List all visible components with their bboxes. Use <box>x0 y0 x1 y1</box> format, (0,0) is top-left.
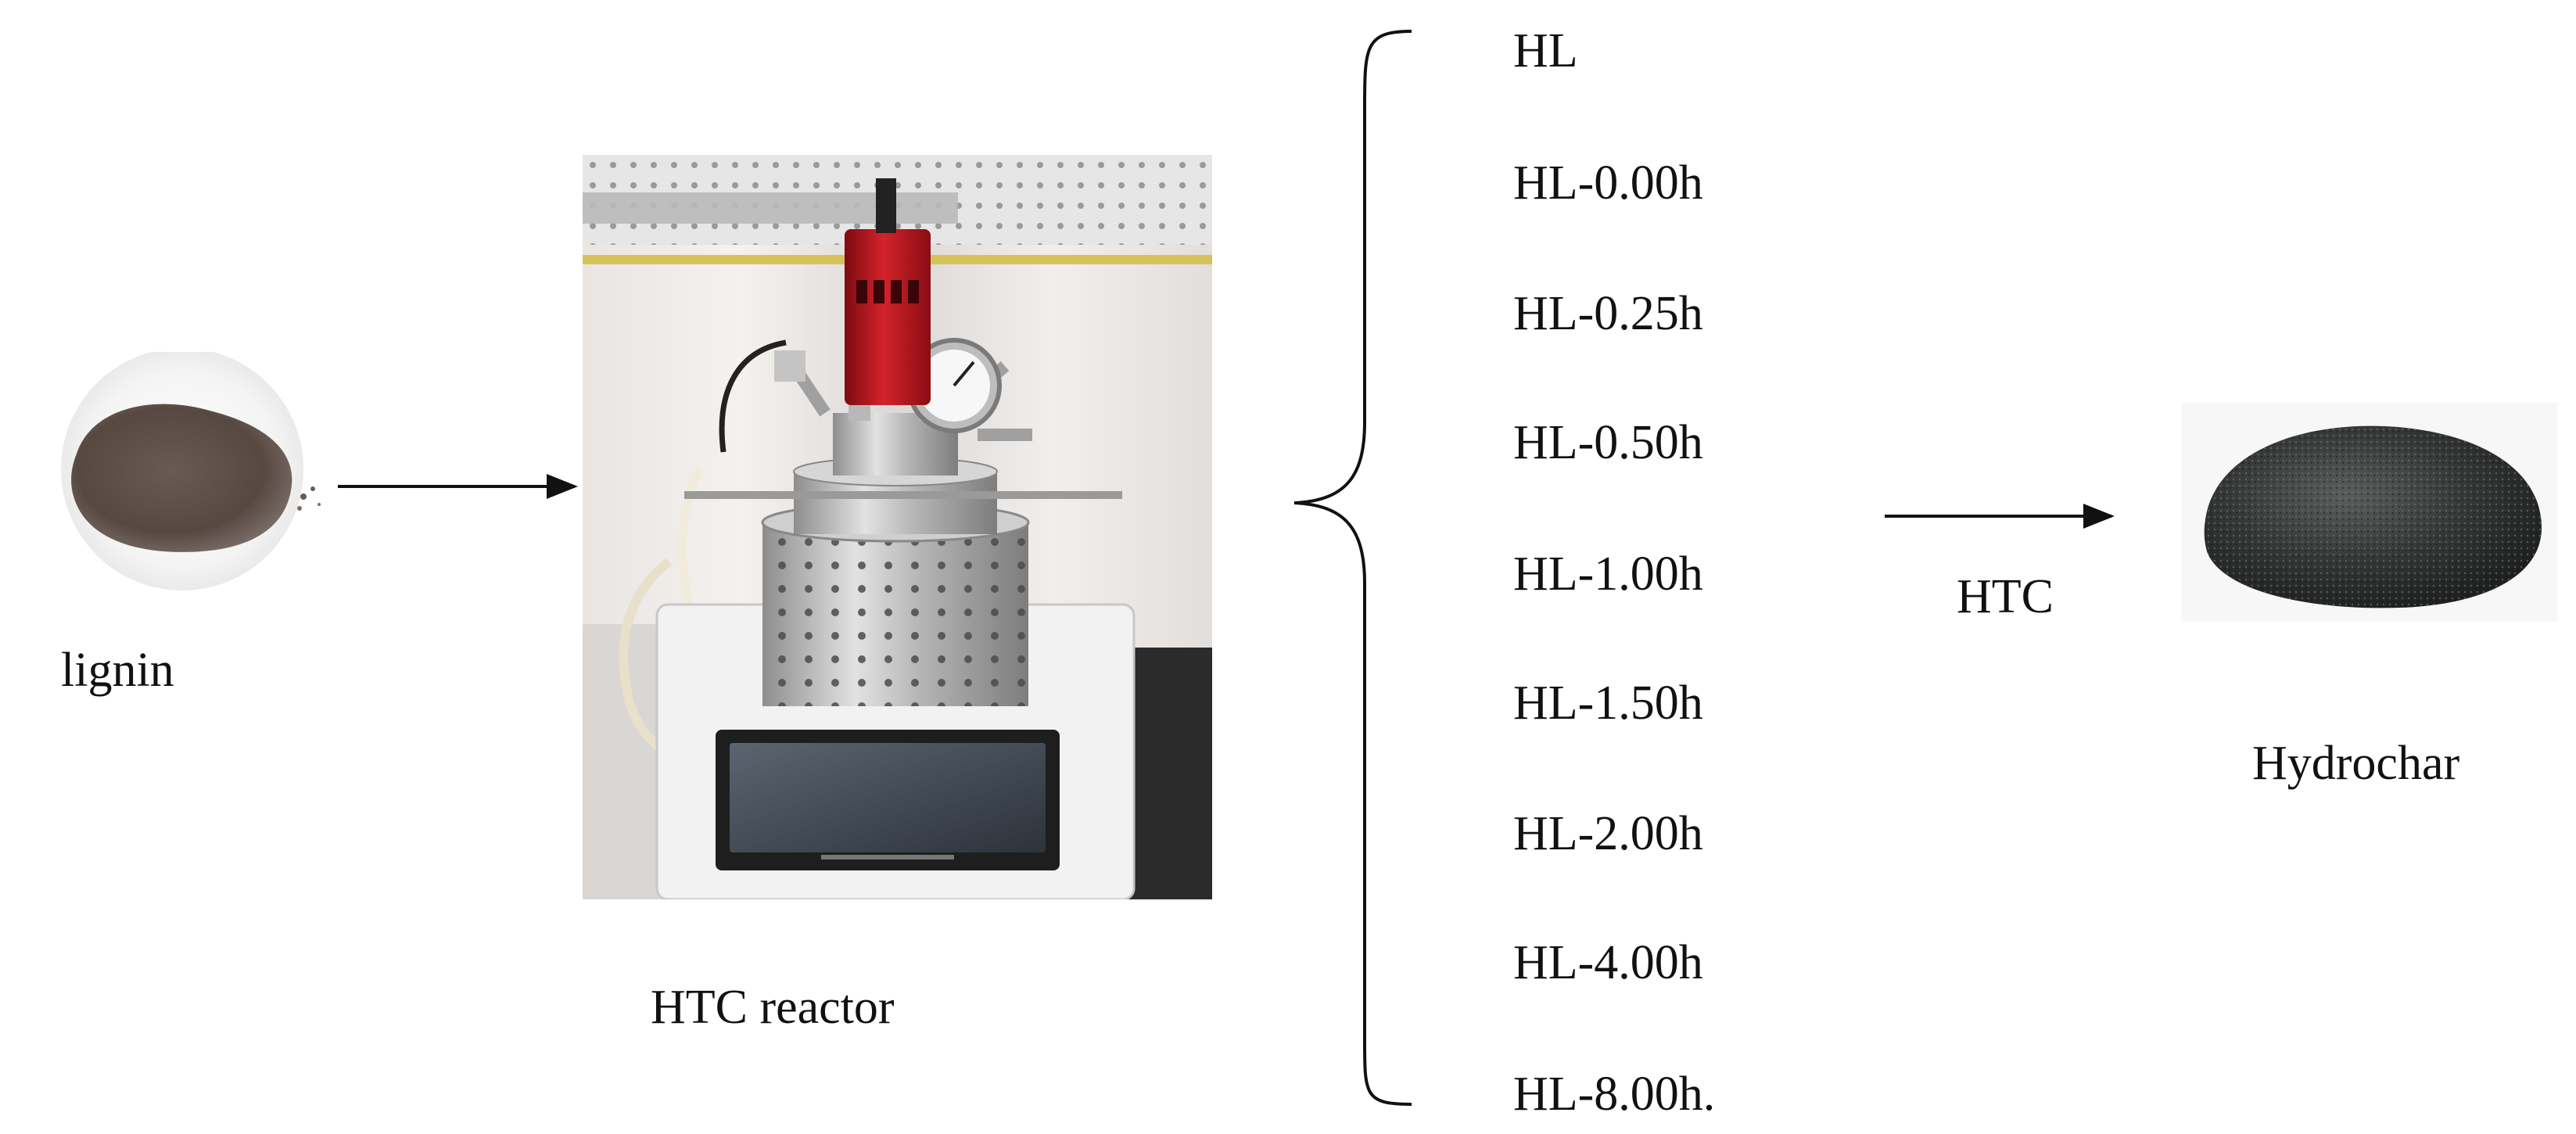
list-item: HL-4.00h <box>1513 936 1703 989</box>
list-item: HL-0.25h <box>1513 287 1703 340</box>
htc-process-label: HTC <box>1957 570 2054 623</box>
lignin-label: lignin <box>61 644 174 697</box>
list-item: HL-0.50h <box>1513 416 1703 469</box>
hydrochar-photo <box>2182 403 2557 622</box>
list-item: HL-1.00h <box>1513 547 1703 601</box>
lignin-photo <box>22 348 350 594</box>
list-item: HL <box>1513 24 1578 77</box>
hydrochar-label: Hydrochar <box>2252 737 2460 790</box>
curly-brace <box>1293 30 1412 1106</box>
htc-reactor-label: HTC reactor <box>651 981 895 1034</box>
list-item: HL-0.00h <box>1513 156 1703 210</box>
list-item: HL-8.00h. <box>1513 1068 1716 1121</box>
list-item: HL-2.00h <box>1513 807 1703 860</box>
list-item: HL-1.50h <box>1513 676 1703 730</box>
htc-reactor-photo <box>583 155 1212 901</box>
